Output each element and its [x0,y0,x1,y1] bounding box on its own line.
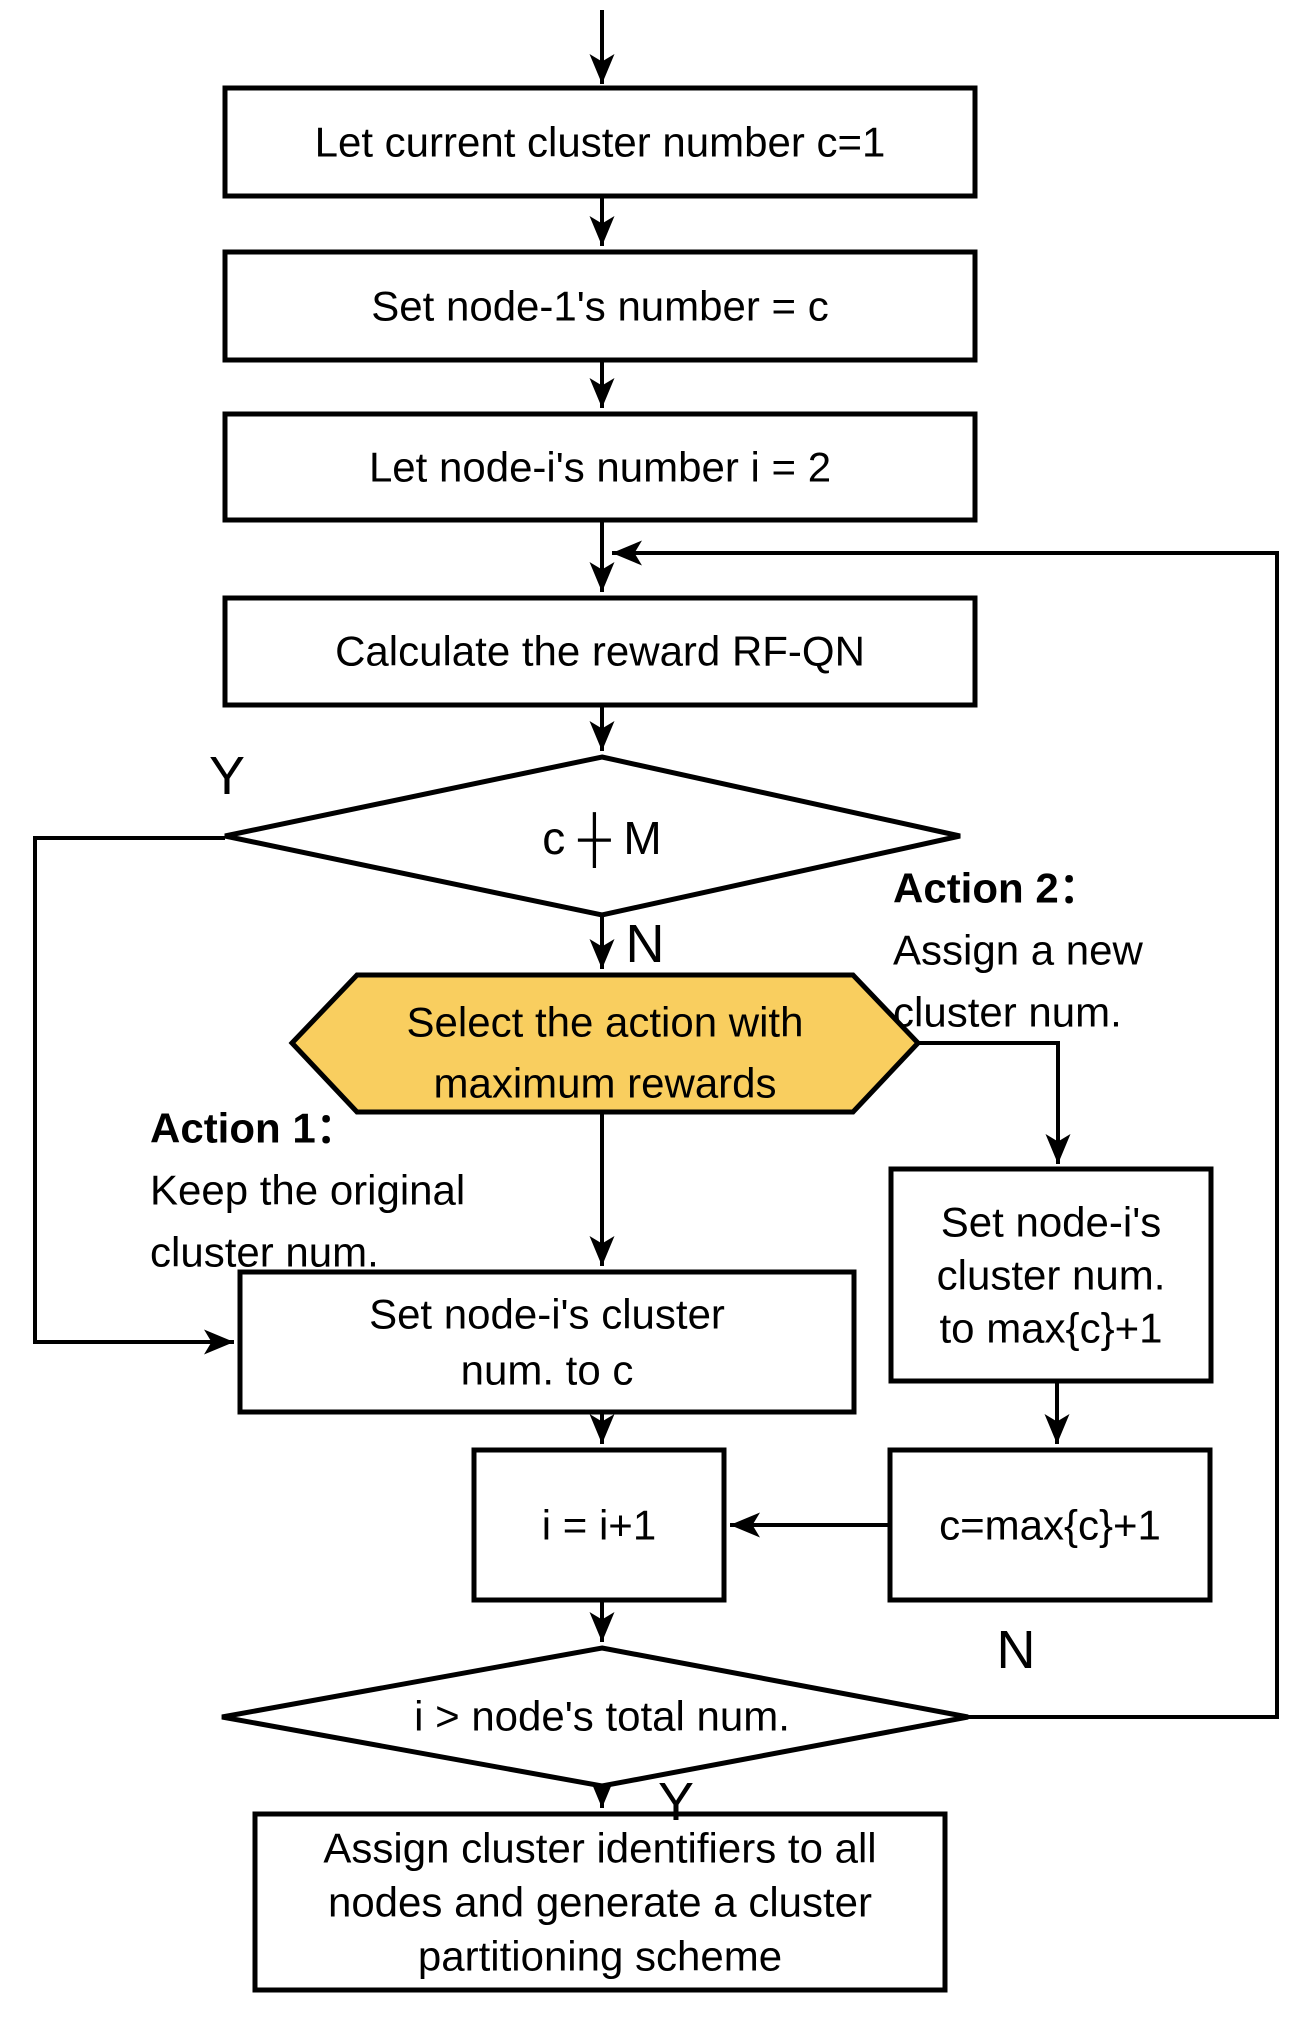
set-cluster-max-box [888,1166,1214,1384]
final-label-line1: Assign cluster identifiers to all [323,1825,876,1872]
action1-line1: Keep the original [150,1167,465,1214]
decision-cm-no-label: N [626,914,665,974]
action1-title: Action 1： [150,1105,358,1152]
final-label-line2: nodes and generate a cluster [328,1879,872,1926]
no-branch-feedback-connector [612,540,1279,1719]
set-cluster-max-label-line3: to max{c}+1 [940,1305,1163,1352]
decision-total-no-label: N [997,1620,1036,1680]
decision-cm-diamond [224,754,961,918]
init-i-box [222,411,978,523]
update-c-label: c=max{c}+1 [939,1502,1161,1549]
set-cluster-c-label-line1: Set node-i's cluster [369,1291,725,1338]
decision-cm-yes-label: Y [209,746,245,806]
decision-cm-label: c ┼ M [542,812,661,868]
action2-title: Action 2： [893,865,1101,912]
calc-reward-box [222,595,978,708]
increment-i-label: i = i+1 [542,1502,656,1549]
final-label-line3: partitioning scheme [418,1933,782,1980]
decision-total-diamond [221,1645,969,1789]
select-action-label-line2: maximum rewards [433,1060,776,1107]
set-cluster-max-label-line1: Set node-i's [941,1199,1161,1246]
hexagon-right-connector-action2 [918,1041,1071,1164]
set-node1-label: Set node-1's number = c [371,283,828,330]
action2-line2: cluster num. [893,989,1122,1036]
action2-line1: Assign a new [893,927,1143,974]
decision-total-yes-label: Y [658,1772,694,1832]
calc-reward-label: Calculate the reward RF-QN [335,628,865,675]
init-i-label: Let node-i's number i = 2 [369,444,831,491]
increment-i-box [471,1447,727,1603]
select-action-hexagon [288,972,922,1115]
set-cluster-max-label-line2: cluster num. [937,1252,1166,1299]
select-action-label-line1: Select the action with [407,999,804,1046]
final-box [252,1811,948,1993]
init-cluster-box [222,85,978,199]
decision-total-label: i > node's total num. [414,1693,790,1740]
set-cluster-c-label-line2: num. to c [461,1347,634,1394]
action1-line2: cluster num. [150,1229,379,1276]
init-cluster-label: Let current cluster number c=1 [315,119,886,166]
yes-branch-loop-connector [33,836,234,1355]
set-node1-box [222,249,978,363]
set-cluster-c-box [237,1269,857,1415]
update-c-box [887,1447,1213,1603]
